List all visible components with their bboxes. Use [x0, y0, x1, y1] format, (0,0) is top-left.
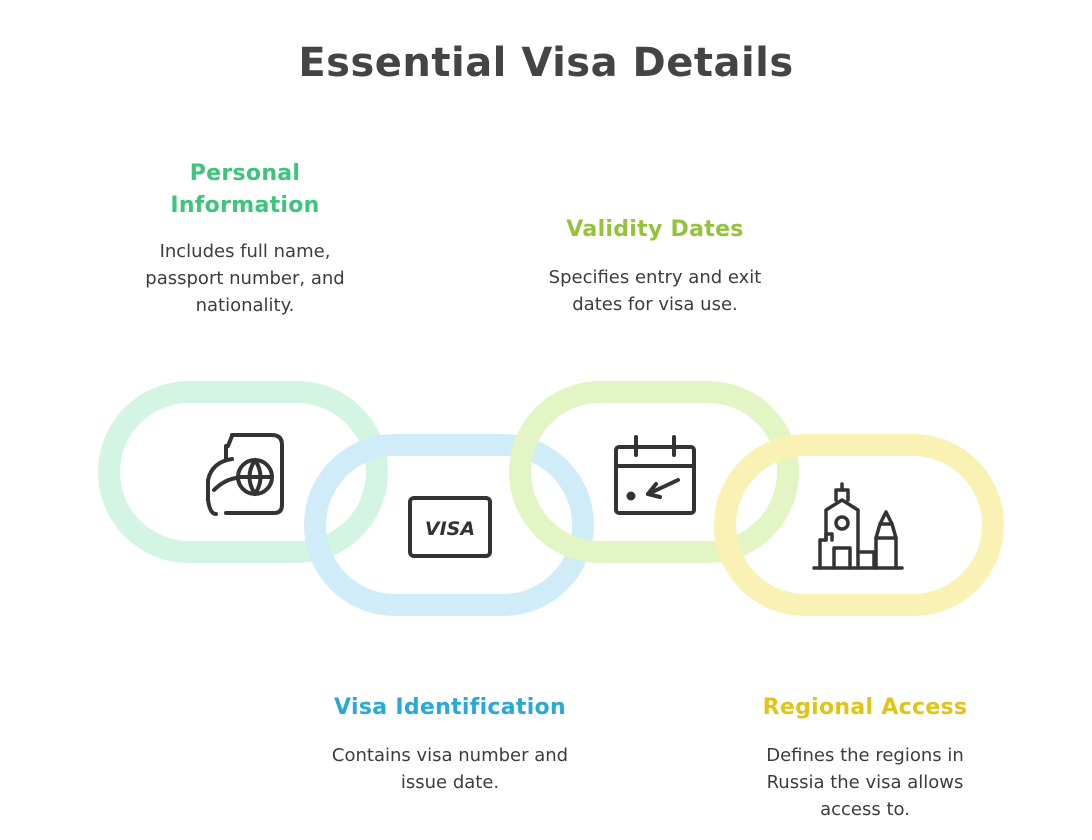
item-heading: Visa Identification: [334, 695, 566, 720]
item-heading: Validity Dates: [566, 217, 744, 242]
item-description: Contains visa number and issue date.: [331, 745, 569, 793]
item-regional-access: Regional Access Defines the regions in R…: [700, 692, 1030, 823]
item-description: Specifies entry and exit dates for visa …: [548, 267, 762, 315]
item-heading: Regional Access: [762, 695, 968, 720]
item-description: Defines the regions in Russia the visa a…: [766, 745, 964, 820]
passport-globe-icon: [206, 433, 284, 516]
visa-card-text: VISA: [425, 518, 475, 540]
item-visa-identification: Visa Identification Contains visa number…: [280, 692, 620, 796]
link-regional: [714, 434, 1004, 616]
item-description: Includes full name, passport number, and…: [145, 241, 345, 316]
link-personal: [98, 381, 388, 563]
item-personal-information: Personal Information Includes full name,…: [110, 158, 380, 319]
visa-card-icon: VISA: [408, 496, 492, 558]
link-validity: [509, 381, 799, 563]
kremlin-icon: [812, 482, 904, 570]
item-heading: Personal Information: [170, 161, 320, 218]
link-visa-id: [304, 434, 594, 616]
item-validity-dates: Validity Dates Specifies entry and exit …: [505, 214, 805, 318]
calendar-entry-icon: [614, 435, 696, 515]
page-title: Essential Visa Details: [298, 40, 794, 86]
